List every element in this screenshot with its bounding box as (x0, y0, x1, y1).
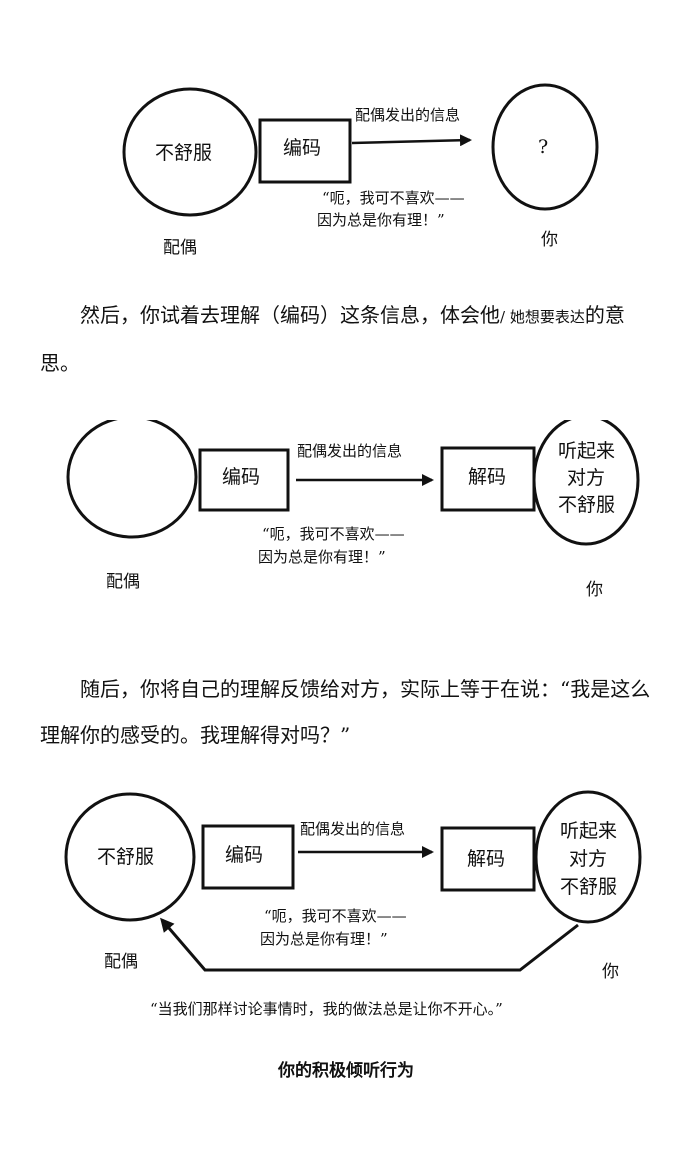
diagram-2-shapes (66, 420, 640, 546)
sender-circle (66, 420, 198, 539)
diagram-3: 不舒服 编码 配偶发出的信息 解码 听起来 对方 不舒服 “呃，我可不喜欢—— … (0, 780, 692, 1040)
receiver-name: 你 (541, 230, 558, 250)
paragraph-1-text-small: / 她想要表达 (500, 308, 585, 326)
receiver-name: 你 (602, 962, 619, 982)
paragraph-1-text-b: 的意思。 (40, 303, 625, 375)
feedback-quote: “当我们那样讨论事情时，我的做法总是让你不开心。” (150, 1000, 503, 1018)
encode-box-label: 编码 (225, 844, 264, 866)
paragraph-1: 然后，你试着去理解（编码）这条信息，体会他/ 她想要表达的意思。 (40, 292, 660, 386)
encode-box (201, 824, 295, 890)
paragraph-1-text-a: 然后，你试着去理解（编码）这条信息，体会他 (80, 303, 500, 327)
receiver-circle (534, 790, 642, 924)
encode-box (258, 118, 352, 184)
receiver-node-line-2: 对方 (569, 848, 608, 870)
sender-circle (64, 792, 196, 922)
quote-line-1: “呃，我可不喜欢—— (264, 907, 407, 925)
receiver-node-line-2: 对方 (567, 467, 606, 489)
quote-line-1: “呃，我可不喜欢—— (322, 189, 465, 207)
encode-box (198, 448, 290, 512)
sender-node-label: 不舒服 (97, 846, 155, 868)
receiver-circle (532, 420, 640, 546)
receiver-node-line-1: 听起来 (560, 820, 618, 842)
decode-box-label: 解码 (467, 848, 506, 870)
receiver-node-line-3: 不舒服 (558, 494, 616, 516)
message-label: 配偶发出的信息 (297, 442, 403, 460)
decode-box-label: 解码 (468, 466, 507, 488)
receiver-name: 你 (586, 580, 603, 600)
sender-name: 配偶 (106, 572, 140, 592)
receiver-node-label: ? (538, 136, 549, 158)
sender-circle (122, 87, 258, 217)
message-label: 配偶发出的信息 (355, 106, 461, 124)
diagram-1-shapes (122, 83, 599, 217)
feedback-arrow (160, 917, 579, 972)
encode-box-label: 编码 (283, 137, 322, 159)
receiver-node-line-1: 听起来 (558, 440, 616, 462)
paragraph-2-text: 随后，你将自己的理解反馈给对方，实际上等于在说：“我是这么理解你的感受的。我理解… (40, 677, 651, 747)
sender-name: 配偶 (163, 238, 197, 258)
diagram-3-shapes (64, 790, 642, 972)
quote-line-1: “呃，我可不喜欢—— (262, 525, 405, 543)
quote-line-2: 因为总是你有理！” (258, 548, 386, 566)
receiver-circle (491, 83, 599, 211)
message-label: 配偶发出的信息 (300, 820, 406, 838)
receiver-node-line-3: 不舒服 (560, 876, 618, 898)
quote-line-2: 因为总是你有理！” (260, 930, 388, 948)
encode-box-label: 编码 (222, 466, 261, 488)
message-arrow (351, 134, 472, 147)
paragraph-2: 随后，你将自己的理解反馈给对方，实际上等于在说：“我是这么理解你的感受的。我理解… (40, 666, 660, 758)
quote-line-2: 因为总是你有理！” (317, 211, 445, 229)
diagram-1: 不舒服 编码 配偶发出的信息 ? “呃，我可不喜欢—— 因为总是你有理！” 配偶… (0, 70, 692, 270)
sender-name: 配偶 (104, 952, 138, 972)
diagram-2: 编码 配偶发出的信息 解码 听起来 对方 不舒服 “呃，我可不喜欢—— 因为总是… (0, 420, 692, 620)
decode-box (440, 826, 536, 892)
figure-caption: 你的积极倾听行为 (278, 1061, 414, 1081)
sender-node-label: 不舒服 (155, 142, 213, 164)
